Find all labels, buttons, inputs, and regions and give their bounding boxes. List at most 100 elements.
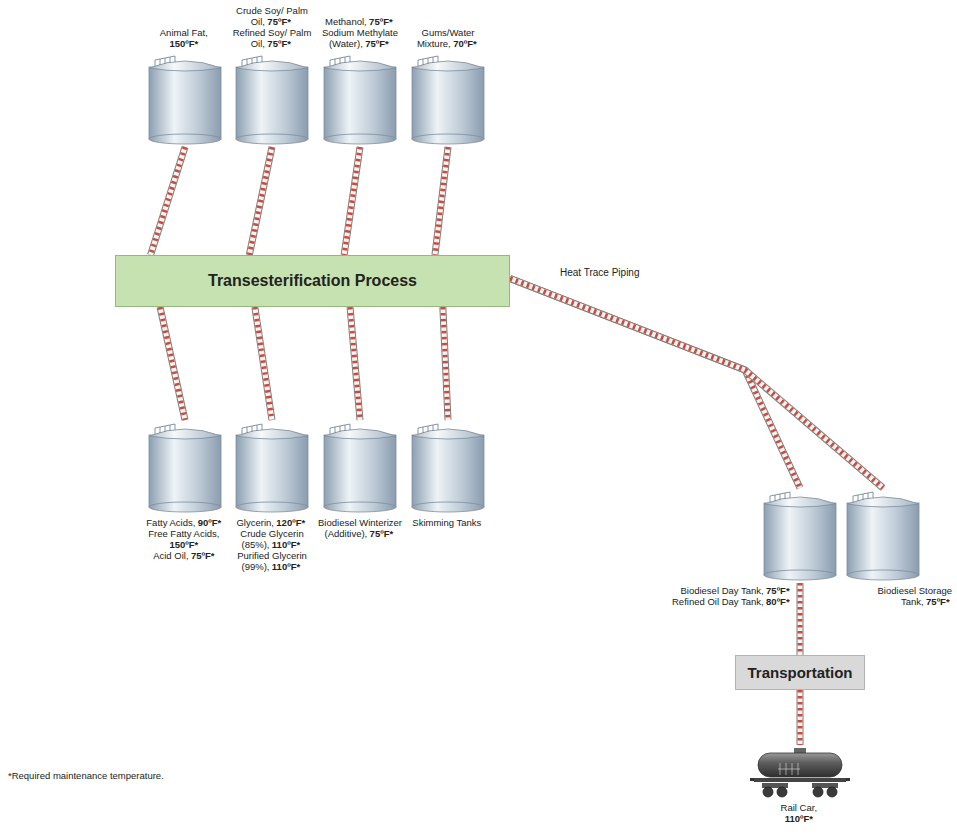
storage-tank <box>234 420 310 515</box>
heat-trace-stripe <box>798 583 803 655</box>
storage-tank <box>234 52 310 147</box>
storage-tank <box>410 420 486 515</box>
heat-trace-pipe <box>255 307 272 420</box>
heat-trace-pipe <box>800 690 801 745</box>
tank-name: Acid Oil, <box>153 550 188 561</box>
tank-node: Animal Fat,150ºF* <box>147 52 223 147</box>
tank-label: Skimming Tanks <box>405 518 491 529</box>
footnote: *Required maintenance temperature. <box>8 770 164 781</box>
heat-trace-pipe <box>249 147 272 255</box>
temperature: 110ºF* <box>272 539 300 550</box>
storage-tank <box>322 420 398 515</box>
tank-node: Methanol,75ºF*Sodium Methylate (Water),7… <box>322 52 398 147</box>
pipe-label: Heat Trace Piping <box>560 267 640 278</box>
temperature: 80ºF* <box>766 596 790 607</box>
tank-label: Rail Car,110ºF* <box>760 803 840 825</box>
pipe-casing <box>797 583 804 655</box>
tank-name: Methanol, <box>325 16 367 27</box>
heat-trace-stripe <box>798 690 803 745</box>
process-box: Transportation <box>735 655 865 690</box>
tank-node: Glycerin,120ºF*Crude Glycerin (85%),110º… <box>234 420 310 515</box>
tank-label: Biodiesel Winterizer (Additive),75ºF* <box>317 518 403 540</box>
pipe-casing <box>510 278 883 488</box>
heat-trace-stripe <box>435 147 448 255</box>
heat-trace-stripe <box>510 278 883 488</box>
temperature: 150ºF* <box>169 38 198 49</box>
tank-name: Refined Oil Day Tank, <box>672 596 764 607</box>
temperature: 75ºF* <box>267 16 291 27</box>
pipe-casing <box>797 690 804 745</box>
heat-trace-pipe <box>344 147 360 255</box>
rail-car-node: Rail Car,110ºF* <box>750 745 850 800</box>
rail-car <box>750 745 850 800</box>
heat-trace-pipe <box>435 147 448 255</box>
temperature: 75ºF* <box>369 16 393 27</box>
temperature: 75ºF* <box>766 585 790 596</box>
tank-node: Skimming Tanks <box>410 420 486 515</box>
pipe-core <box>510 278 883 488</box>
heat-trace-stripe <box>160 307 185 420</box>
heat-trace-stripe <box>151 147 185 255</box>
temperature: 75ºF* <box>926 596 950 607</box>
tank-name: Animal Fat, <box>160 27 208 38</box>
heat-trace-pipe <box>443 307 448 420</box>
temperature: 110ºF* <box>785 813 813 824</box>
tank-label: Biodiesel Storage Tank,75ºF* <box>852 586 952 608</box>
heat-trace-pipe <box>151 147 185 255</box>
pipe-casing <box>160 307 185 420</box>
pipe-core <box>151 147 185 255</box>
storage-tank <box>410 52 486 147</box>
heat-trace-pipe <box>350 307 360 420</box>
temperature: 90ºF* <box>198 517 222 528</box>
heat-trace-stripe <box>255 307 272 420</box>
temperature: 75ºF* <box>267 38 291 49</box>
pipe-core <box>798 690 803 745</box>
heat-trace-stripe <box>249 147 272 255</box>
process-label: Transportation <box>747 664 852 681</box>
temperature: 120ºF* <box>276 517 305 528</box>
temperature: 70ºF* <box>453 38 477 49</box>
tank-name: Rail Car, <box>781 802 817 813</box>
tank-label: Fatty Acids,90ºF*Free Fatty Acids,150ºF*… <box>142 518 228 562</box>
pipe-casing <box>443 307 448 420</box>
storage-tank <box>322 52 398 147</box>
storage-tank <box>147 52 223 147</box>
pipe-core <box>255 307 272 420</box>
storage-tank <box>762 488 838 583</box>
storage-tank <box>147 420 223 515</box>
pipe-core <box>435 147 448 255</box>
tank-name: Skimming Tanks <box>412 517 481 528</box>
process-box: Transesterification Process <box>115 255 510 307</box>
temperature: 110ºF* <box>272 561 300 572</box>
tank-node: Gums/Water Mixture,70ºF* <box>410 52 486 147</box>
pipe-casing <box>151 147 185 255</box>
tank-node: Biodiesel Winterizer (Additive),75ºF* <box>322 420 398 515</box>
heat-trace-stripe <box>443 307 448 420</box>
heat-trace-pipe <box>160 307 185 420</box>
tank-label: Glycerin,120ºF*Crude Glycerin (85%),110º… <box>229 518 315 573</box>
pipe-casing <box>249 147 272 255</box>
pipe-core <box>443 307 448 420</box>
process-label: Transesterification Process <box>208 272 417 290</box>
storage-tank <box>845 488 921 583</box>
tank-name: Free Fatty Acids, <box>148 528 219 539</box>
tank-label: Animal Fat,150ºF* <box>142 28 228 50</box>
pipe-core <box>350 307 360 420</box>
pipe-core <box>160 307 185 420</box>
pipe-core <box>798 583 803 655</box>
tank-label: Methanol,75ºF*Sodium Methylate (Water),7… <box>317 17 403 50</box>
tank-name: Fatty Acids, <box>146 517 195 528</box>
pipe-core <box>249 147 272 255</box>
heat-trace-pipe <box>510 278 883 488</box>
temperature: 150ºF* <box>169 539 198 550</box>
tank-name: Glycerin, <box>236 517 273 528</box>
temperature: 75ºF* <box>370 528 394 539</box>
temperature: 75ºF* <box>365 38 389 49</box>
pipe-casing <box>435 147 448 255</box>
heat-trace-stripe <box>344 147 360 255</box>
heat-trace-stripe <box>350 307 360 420</box>
temperature: 75ºF* <box>191 550 215 561</box>
tank-label: Gums/Water Mixture,70ºF* <box>405 28 491 50</box>
tank-node: Biodiesel Storage Tank,75ºF* <box>845 488 921 583</box>
tank-node: Crude Soy/ Palm Oil,75ºF*Refined Soy/ Pa… <box>234 52 310 147</box>
